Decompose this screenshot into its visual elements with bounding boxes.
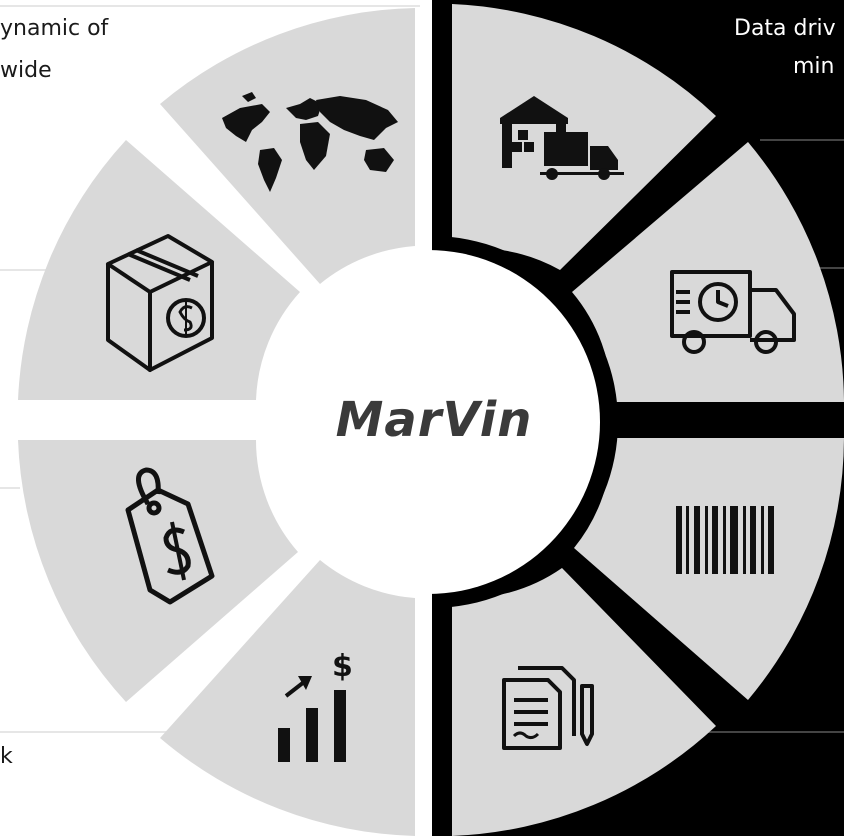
warehouse-truck-icon xyxy=(500,96,624,180)
barcode-icon xyxy=(676,506,774,574)
segment-barcode[interactable] xyxy=(574,438,844,700)
right-top-text-line2: min xyxy=(793,54,835,79)
left-bottom-text: k xyxy=(0,744,13,769)
segment-growth[interactable] xyxy=(160,560,415,836)
price-tag-icon xyxy=(125,467,215,605)
center-circle xyxy=(256,250,600,594)
documents-pen-icon xyxy=(502,666,594,750)
segment-world[interactable] xyxy=(160,8,415,284)
growth-chart-icon: $ xyxy=(278,649,353,762)
center-label: MarVin xyxy=(335,392,533,448)
right-top-text-line1: Data driv xyxy=(734,16,836,41)
segment-price[interactable] xyxy=(18,440,298,702)
left-top-text-line1: ynamic of xyxy=(0,16,109,41)
box-dollar-icon xyxy=(106,234,214,372)
delivery-truck-clock-icon xyxy=(670,270,796,354)
left-top-text-line2: wide xyxy=(0,58,52,83)
world-map-icon xyxy=(222,92,398,192)
svg-text:$: $ xyxy=(332,649,353,684)
segment-box[interactable] xyxy=(18,140,300,400)
